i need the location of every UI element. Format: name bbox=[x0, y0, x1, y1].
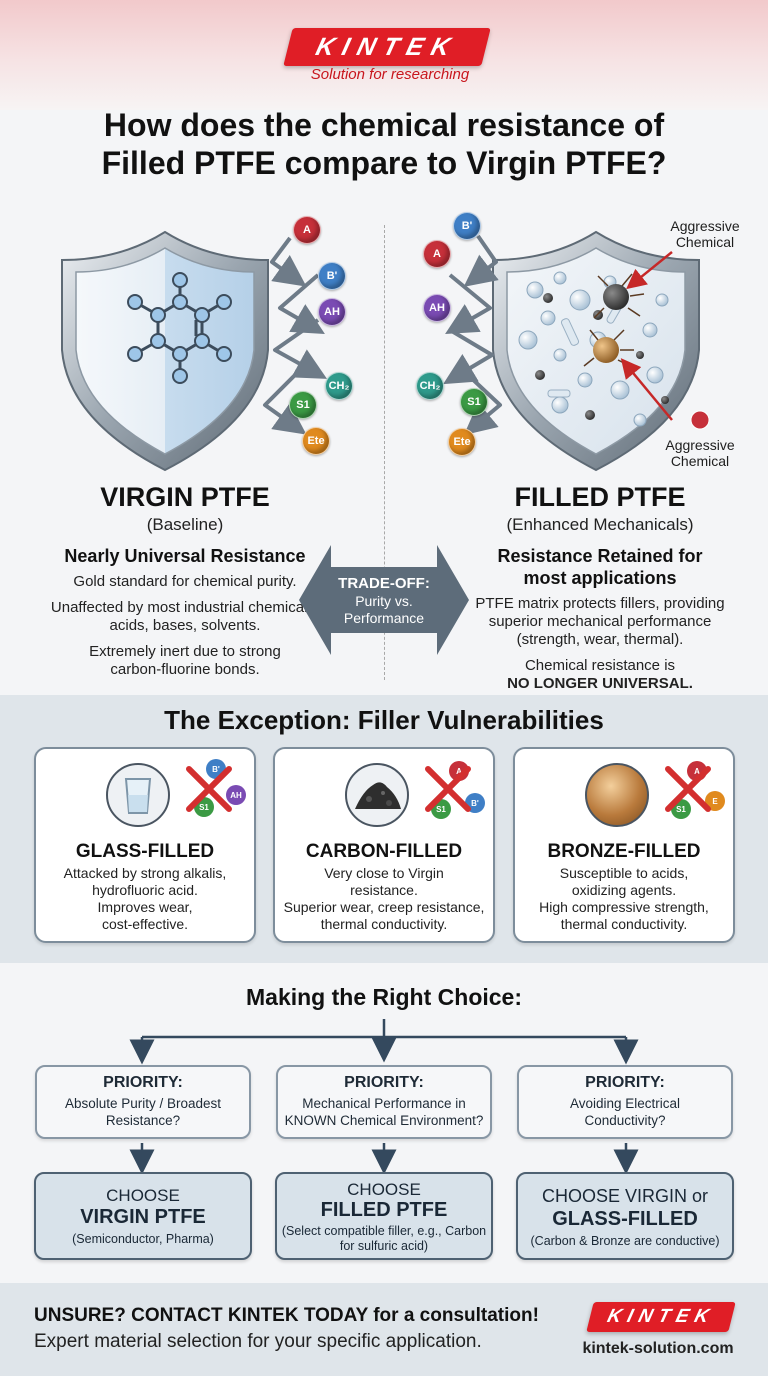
outcome-line-3: (Carbon & Bronze are conductive) bbox=[530, 1234, 720, 1248]
molecule-b-icon: B' bbox=[318, 262, 346, 290]
outcome-line-1: CHOOSE bbox=[347, 1180, 421, 1199]
outcome-line-2: GLASS-FILLED bbox=[552, 1208, 698, 1230]
filled-bold: Resistance Retained for most application… bbox=[497, 546, 703, 588]
priority-head: PRIORITY: bbox=[103, 1074, 183, 1091]
virgin-p2: Unaffected by most industrial chemicals,… bbox=[50, 599, 320, 634]
virgin-p1: Gold standard for chemical purity. bbox=[73, 573, 297, 590]
card-text-1: Attacked by strong alkalis, hydrofluoric… bbox=[63, 865, 227, 898]
contact-cta[interactable]: UNSURE? CONTACT KINTEK TODAY for a consu… bbox=[34, 1305, 539, 1326]
glass-filled-card: B' AH S1 GLASS-FILLED Attacked by strong… bbox=[34, 747, 256, 943]
contact-sub: Expert material selection for your speci… bbox=[34, 1331, 482, 1352]
virgin-heading: VIRGIN PTFE bbox=[100, 482, 270, 512]
carbon-filled-card: A B' S1 CARBON-FILLED Very close to Virg… bbox=[273, 747, 495, 943]
deflect-arrows-left bbox=[263, 236, 327, 435]
filled-shield-icon bbox=[492, 230, 700, 472]
molecule-s-icon: S1 bbox=[460, 388, 488, 416]
priority-head: PRIORITY: bbox=[585, 1074, 665, 1091]
outcome-line-3: (Semiconductor, Pharma) bbox=[72, 1232, 214, 1246]
card-text-2: High compressive strength, thermal condu… bbox=[539, 899, 709, 932]
bronze-filled-card: A S1 E BRONZE-FILLED Susceptible to acid… bbox=[513, 747, 735, 943]
priority-text: Mechanical Performance in KNOWN Chemical… bbox=[284, 1096, 484, 1128]
aggressive-chemical-label-top: Aggressive Chemical bbox=[670, 218, 740, 250]
virgin-column: VIRGIN PTFE (Baseline) Nearly Universal … bbox=[30, 482, 340, 679]
card-text-1: Susceptible to acids, oxidizing agents. bbox=[559, 865, 689, 898]
virgin-sub: (Baseline) bbox=[146, 515, 224, 534]
kintek-logo[interactable]: KINTEK bbox=[283, 28, 491, 66]
molecule-ah-icon: AH bbox=[318, 298, 346, 326]
card-name: GLASS-FILLED bbox=[75, 841, 215, 862]
outcome-line-1: CHOOSE bbox=[106, 1186, 180, 1205]
molecule-s-icon: S1 bbox=[289, 391, 317, 419]
brand-tagline: Solution for researching bbox=[310, 66, 470, 83]
filled-p2: Chemical resistance is bbox=[524, 657, 676, 674]
exception-title: The Exception: Filler Vulnerabilities bbox=[164, 705, 604, 735]
filled-column: FILLED PTFE (Enhanced Mechanicals) Resis… bbox=[455, 482, 745, 693]
choice-title: Making the Right Choice: bbox=[246, 984, 522, 1010]
cross-icon bbox=[425, 766, 471, 812]
deflect-arrows-right bbox=[443, 234, 502, 436]
filled-p1: PTFE matrix protects fillers, providing … bbox=[475, 595, 725, 648]
card-name: CARBON-FILLED bbox=[305, 841, 463, 862]
molecule-ch2-icon: CH₂ bbox=[416, 372, 444, 400]
card-mol-icon: E bbox=[705, 791, 725, 811]
shield-illustrations bbox=[61, 230, 710, 472]
carbon-powder-icon bbox=[345, 763, 409, 827]
tradeoff-arrow: TRADE-OFF: Purity vs. Performance bbox=[299, 545, 469, 655]
title-line-2: Filled PTFE compare to Virgin PTFE? bbox=[101, 145, 667, 181]
priority-head: PRIORITY: bbox=[344, 1074, 424, 1091]
priority-text: Absolute Purity / Broadest Resistance? bbox=[64, 1096, 222, 1128]
decision-connectors bbox=[129, 1019, 639, 1175]
molecule-ete-icon: Ete bbox=[448, 428, 476, 456]
outcome-virgin-or-glass: CHOOSE VIRGIN or GLASS-FILLED (Carbon & … bbox=[516, 1172, 734, 1260]
molecule-b-icon: B' bbox=[453, 212, 481, 240]
tradeoff-label: TRADE-OFF: bbox=[338, 575, 430, 592]
priority-text: Avoiding Electrical Conductivity? bbox=[569, 1096, 681, 1128]
priority-box-purity: PRIORITY: Absolute Purity / Broadest Res… bbox=[35, 1065, 251, 1139]
outcome-line-3: (Select compatible filler, e.g., Carbon … bbox=[281, 1224, 487, 1253]
cross-icon bbox=[665, 766, 711, 812]
card-text-2: Improves wear, cost-effective. bbox=[97, 899, 193, 932]
aggressive-chemical-label-bottom: Aggressive Chemical bbox=[665, 437, 735, 469]
tradeoff-sub: Purity vs. Performance bbox=[343, 593, 425, 626]
outcome-virgin: CHOOSE VIRGIN PTFE (Semiconductor, Pharm… bbox=[34, 1172, 252, 1260]
outcome-filled: CHOOSE FILLED PTFE (Select compatible fi… bbox=[275, 1172, 493, 1260]
outcome-line-2: VIRGIN PTFE bbox=[80, 1206, 206, 1228]
page-title: How does the chemical resistance of Fill… bbox=[40, 106, 728, 182]
kintek-logo-footer[interactable]: KINTEK bbox=[586, 1302, 736, 1332]
card-mol-icon: AH bbox=[226, 785, 246, 805]
red-chemical-icon bbox=[690, 410, 710, 430]
molecule-a-icon: A bbox=[423, 240, 451, 268]
outcome-line-2: FILLED PTFE bbox=[320, 1199, 448, 1221]
website-link[interactable]: kintek-solution.com bbox=[582, 1340, 734, 1357]
filled-p3: NO LONGER UNIVERSAL. bbox=[507, 675, 693, 692]
card-text-1: Very close to Virgin resistance. bbox=[324, 865, 444, 898]
card-name: BRONZE-FILLED bbox=[547, 841, 701, 862]
outcome-line-1: CHOOSE VIRGIN or bbox=[541, 1186, 709, 1206]
virgin-bold: Nearly Universal Resistance bbox=[64, 546, 306, 566]
virgin-shield-icon bbox=[61, 230, 269, 472]
title-line-1: How does the chemical resistance of bbox=[103, 107, 665, 143]
column-divider bbox=[384, 225, 385, 680]
card-text-2: Superior wear, creep resistance, thermal… bbox=[283, 899, 485, 932]
priority-box-mechanical: PRIORITY: Mechanical Performance in KNOW… bbox=[276, 1065, 492, 1139]
filled-sub: (Enhanced Mechanicals) bbox=[506, 515, 694, 534]
glass-icon bbox=[106, 763, 170, 827]
cross-icon bbox=[186, 766, 232, 812]
filled-heading: FILLED PTFE bbox=[514, 482, 686, 512]
priority-box-conductivity: PRIORITY: Avoiding Electrical Conductivi… bbox=[517, 1065, 733, 1139]
molecule-ch2-icon: CH₂ bbox=[325, 372, 353, 400]
molecule-a-icon: A bbox=[293, 216, 321, 244]
molecule-ete-icon: Ete bbox=[302, 427, 330, 455]
molecule-ah-icon: AH bbox=[423, 294, 451, 322]
bronze-disc-icon bbox=[585, 763, 649, 827]
virgin-p3: Extremely inert due to strong carbon-flu… bbox=[89, 643, 281, 678]
